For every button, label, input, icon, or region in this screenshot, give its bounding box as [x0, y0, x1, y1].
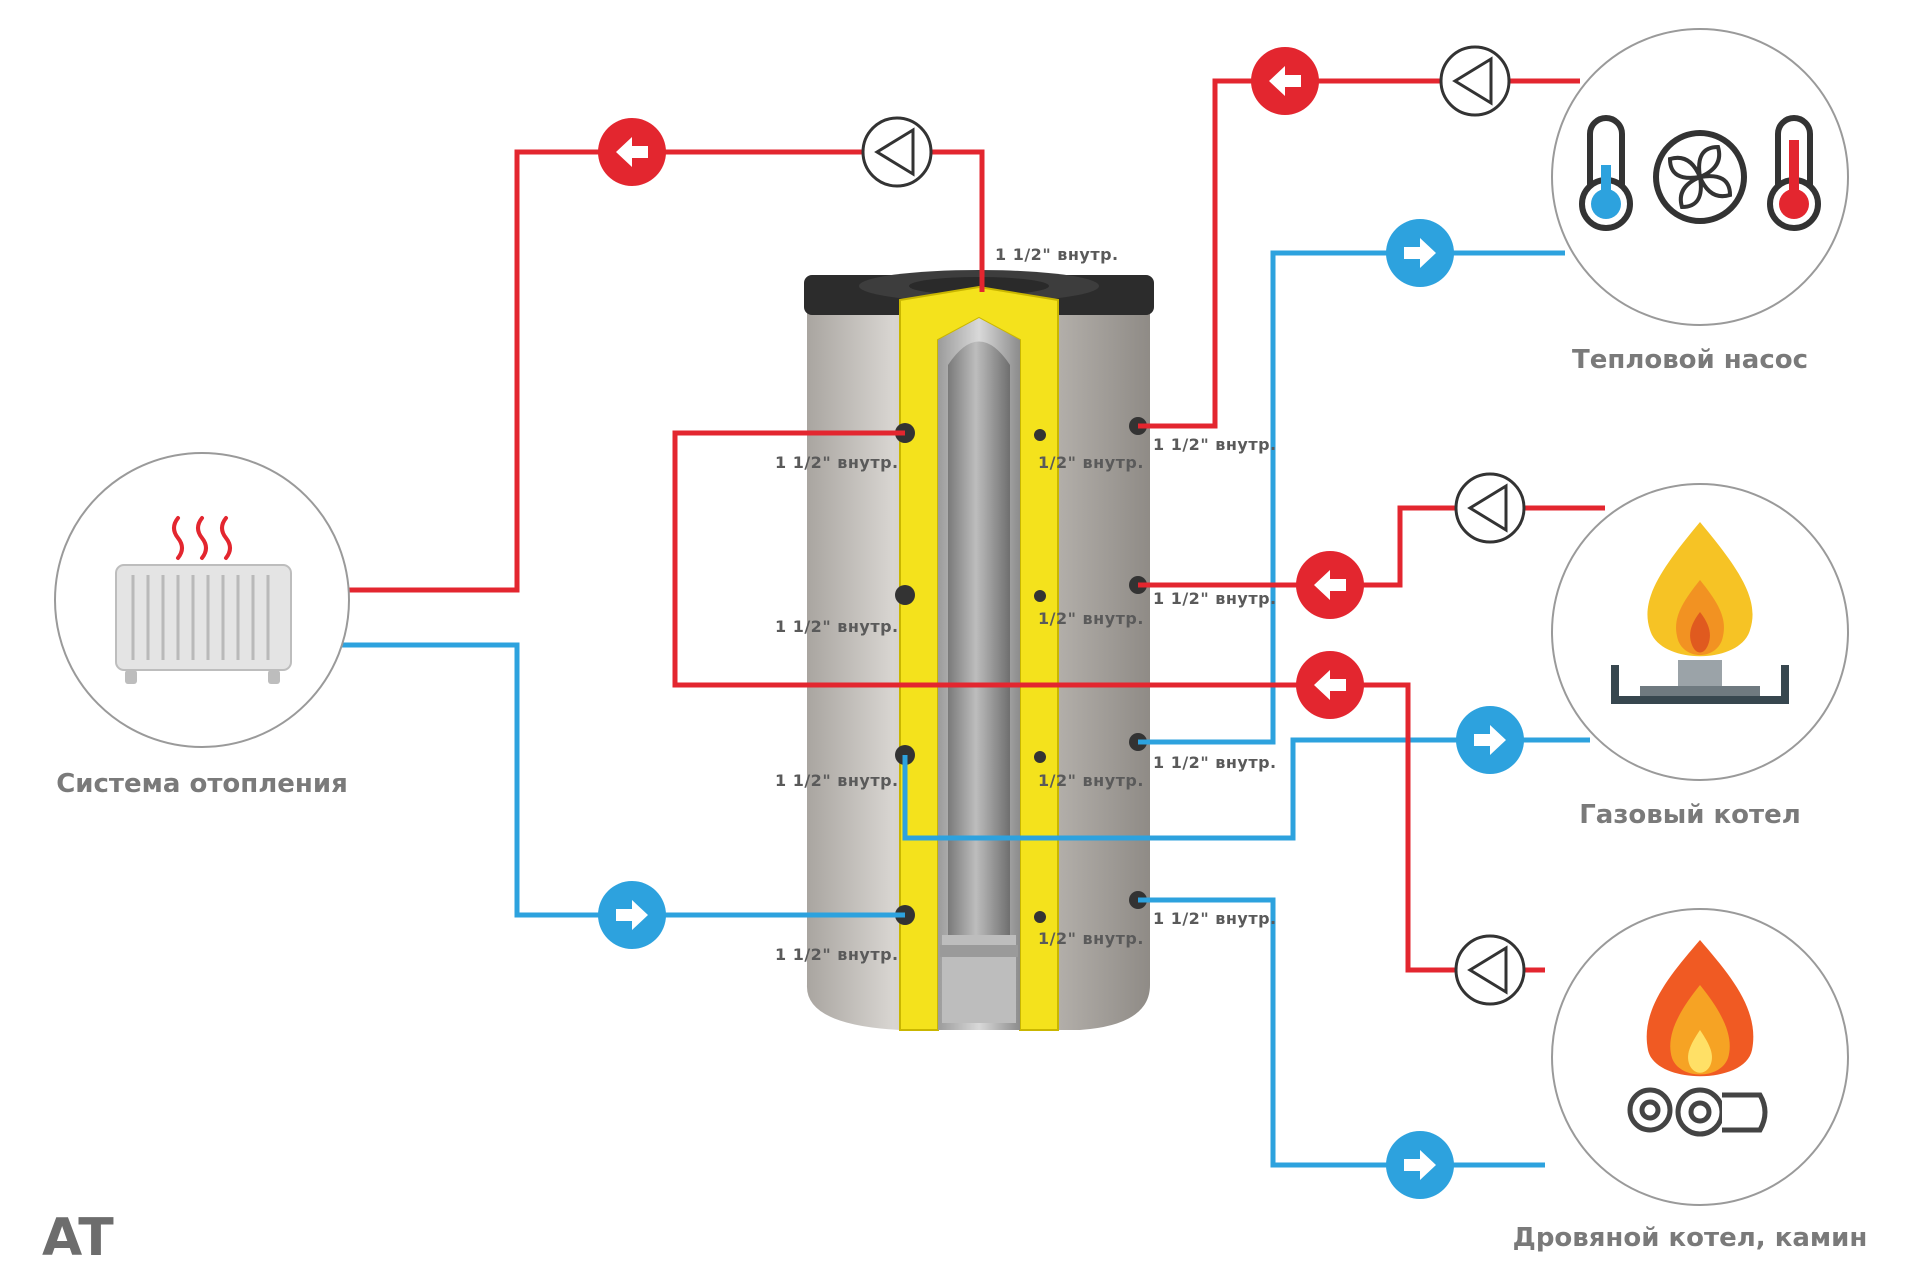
connection-label-left-3: 1 1/2" внутр.: [775, 771, 899, 790]
arrow-left-icon: [598, 118, 666, 186]
connection-label-top: 1 1/2" внутр.: [995, 245, 1119, 264]
radiator-icon: [115, 564, 292, 684]
pump-icon: [861, 116, 933, 188]
heat-pump-label: Тепловой насос: [1572, 345, 1808, 375]
tank-port-mid-2: [1034, 590, 1046, 602]
tank-port-left-2: [895, 585, 915, 605]
connection-label-mid-3: 1/2" внутр.: [1038, 771, 1144, 790]
connection-labels: 1 1/2" внутр. 1 1/2" внутр. 1 1/2" внутр…: [775, 245, 1277, 964]
connection-label-left-1: 1 1/2" внутр.: [775, 453, 899, 472]
hot-thermometer-icon: [1767, 115, 1821, 231]
connection-label-mid-4: 1/2" внутр.: [1038, 929, 1144, 948]
arrow-right-icon: [1456, 706, 1524, 774]
arrow-left-icon: [1296, 651, 1364, 719]
connection-label-mid-2: 1/2" внутр.: [1038, 609, 1144, 628]
gas-boiler-device: [1551, 483, 1849, 781]
cold-thermometer-icon: [1579, 115, 1633, 231]
pumps: [861, 45, 1526, 1006]
model-label: AT: [42, 1208, 114, 1268]
arrow-right-icon: [1386, 219, 1454, 287]
connection-label-right-4: 1 1/2" внутр.: [1153, 909, 1277, 928]
wood-boiler-label: Дровяной котел, камин: [1513, 1223, 1868, 1253]
fire-icon: [1646, 940, 1754, 1077]
heating-system-label: Система отопления: [56, 769, 348, 799]
fan-icon: [1653, 130, 1747, 224]
heat-pump-device: [1551, 28, 1849, 326]
connection-label-right-2: 1 1/2" внутр.: [1153, 589, 1277, 608]
arrow-right-icon: [598, 881, 666, 949]
arrow-left-icon: [1296, 551, 1364, 619]
pipes: [296, 78, 1605, 1168]
heating-system-device: [54, 452, 350, 748]
connection-label-right-3: 1 1/2" внутр.: [1153, 753, 1277, 772]
connection-label-right-1: 1 1/2" внутр.: [1153, 435, 1277, 454]
connection-label-left-2: 1 1/2" внутр.: [775, 617, 899, 636]
logs-icon: [1627, 1087, 1768, 1137]
flow-arrows: [598, 47, 1524, 1199]
pump-icon: [1454, 472, 1526, 544]
pump-icon: [1439, 45, 1511, 117]
tank-port-mid-4: [1034, 911, 1046, 923]
pump-icon: [1454, 934, 1526, 1006]
buffer-tank: [804, 270, 1154, 1031]
wood-boiler-device: [1551, 908, 1849, 1206]
arrow-left-icon: [1251, 47, 1319, 115]
connection-label-left-4: 1 1/2" внутр.: [775, 945, 899, 964]
arrow-right-icon: [1386, 1131, 1454, 1199]
heat-waves-icon: [172, 516, 232, 560]
tank-port-mid-3: [1034, 751, 1046, 763]
gas-flame-icon: [1611, 522, 1789, 704]
gas-boiler-label: Газовый котел: [1579, 800, 1801, 830]
connection-label-mid-1: 1/2" внутр.: [1038, 453, 1144, 472]
tank-port-mid-1: [1034, 429, 1046, 441]
